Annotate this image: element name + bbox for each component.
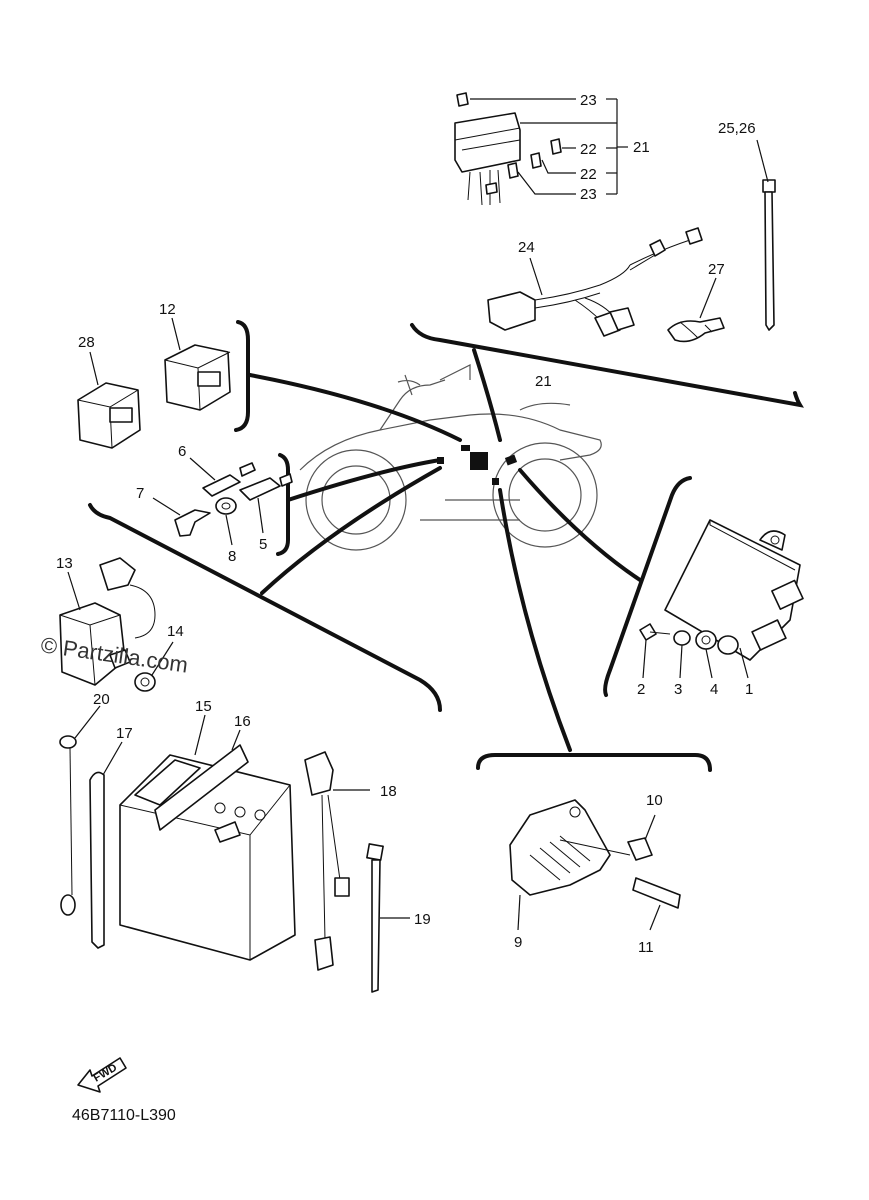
clamp-27 xyxy=(667,277,725,343)
callout-labels: 1 2 3 4 5 6 7 8 9 10 11 12 13 14 15 16 1… xyxy=(56,92,756,956)
group-leader-lines xyxy=(248,348,642,752)
callout-12: 12 xyxy=(159,301,176,318)
callout-11: 11 xyxy=(638,939,654,956)
callout-9: 9 xyxy=(514,934,522,951)
cable-tie-19 xyxy=(366,843,410,993)
battery xyxy=(119,714,296,961)
battery-cables xyxy=(59,705,123,949)
callout-21-top: 21 xyxy=(633,139,650,156)
callout-23-a: 23 xyxy=(580,92,597,109)
callout-25-26: 25,26 xyxy=(718,120,756,137)
group-brackets xyxy=(88,320,804,772)
callout-20: 20 xyxy=(93,691,110,708)
relay-28 xyxy=(77,351,141,449)
wire-harness xyxy=(487,227,703,337)
callout-22-b: 22 xyxy=(580,166,597,183)
callout-21-bike: 21 xyxy=(535,373,552,390)
callout-10: 10 xyxy=(646,792,663,809)
callout-18: 18 xyxy=(380,783,397,800)
callout-5: 5 xyxy=(259,536,267,553)
callout-23-b: 23 xyxy=(580,186,597,203)
callout-3: 3 xyxy=(674,681,682,698)
callout-2: 2 xyxy=(637,681,645,698)
fuse-lead-18 xyxy=(304,751,370,971)
relay-12 xyxy=(164,317,231,411)
callout-15: 15 xyxy=(195,698,212,715)
callout-19: 19 xyxy=(414,911,431,928)
callout-16: 16 xyxy=(234,713,251,730)
socket-parts-5-8 xyxy=(152,457,293,546)
callout-13: 13 xyxy=(56,555,73,572)
callout-6: 6 xyxy=(178,443,186,460)
starter-relay xyxy=(59,557,174,692)
callout-27: 27 xyxy=(708,261,725,278)
diagram-code: 46B7110-L390 xyxy=(72,1107,176,1124)
cable-tie-25-26 xyxy=(756,139,776,331)
callout-17: 17 xyxy=(116,725,133,742)
rectifier-regulator xyxy=(509,799,681,931)
callout-7: 7 xyxy=(136,485,144,502)
fuse-box-assembly xyxy=(454,92,562,206)
fwd-arrow-icon xyxy=(77,1057,127,1093)
callout-14: 14 xyxy=(167,623,184,640)
callout-24: 24 xyxy=(518,239,535,256)
callout-28: 28 xyxy=(78,334,95,351)
ecu-unit xyxy=(639,519,804,679)
fuse-box-leaders xyxy=(470,98,628,195)
callout-1: 1 xyxy=(745,681,753,698)
motorcycle-outline xyxy=(299,364,602,551)
callout-4: 4 xyxy=(710,681,718,698)
callout-8: 8 xyxy=(228,548,236,565)
callout-22-a: 22 xyxy=(580,141,597,158)
